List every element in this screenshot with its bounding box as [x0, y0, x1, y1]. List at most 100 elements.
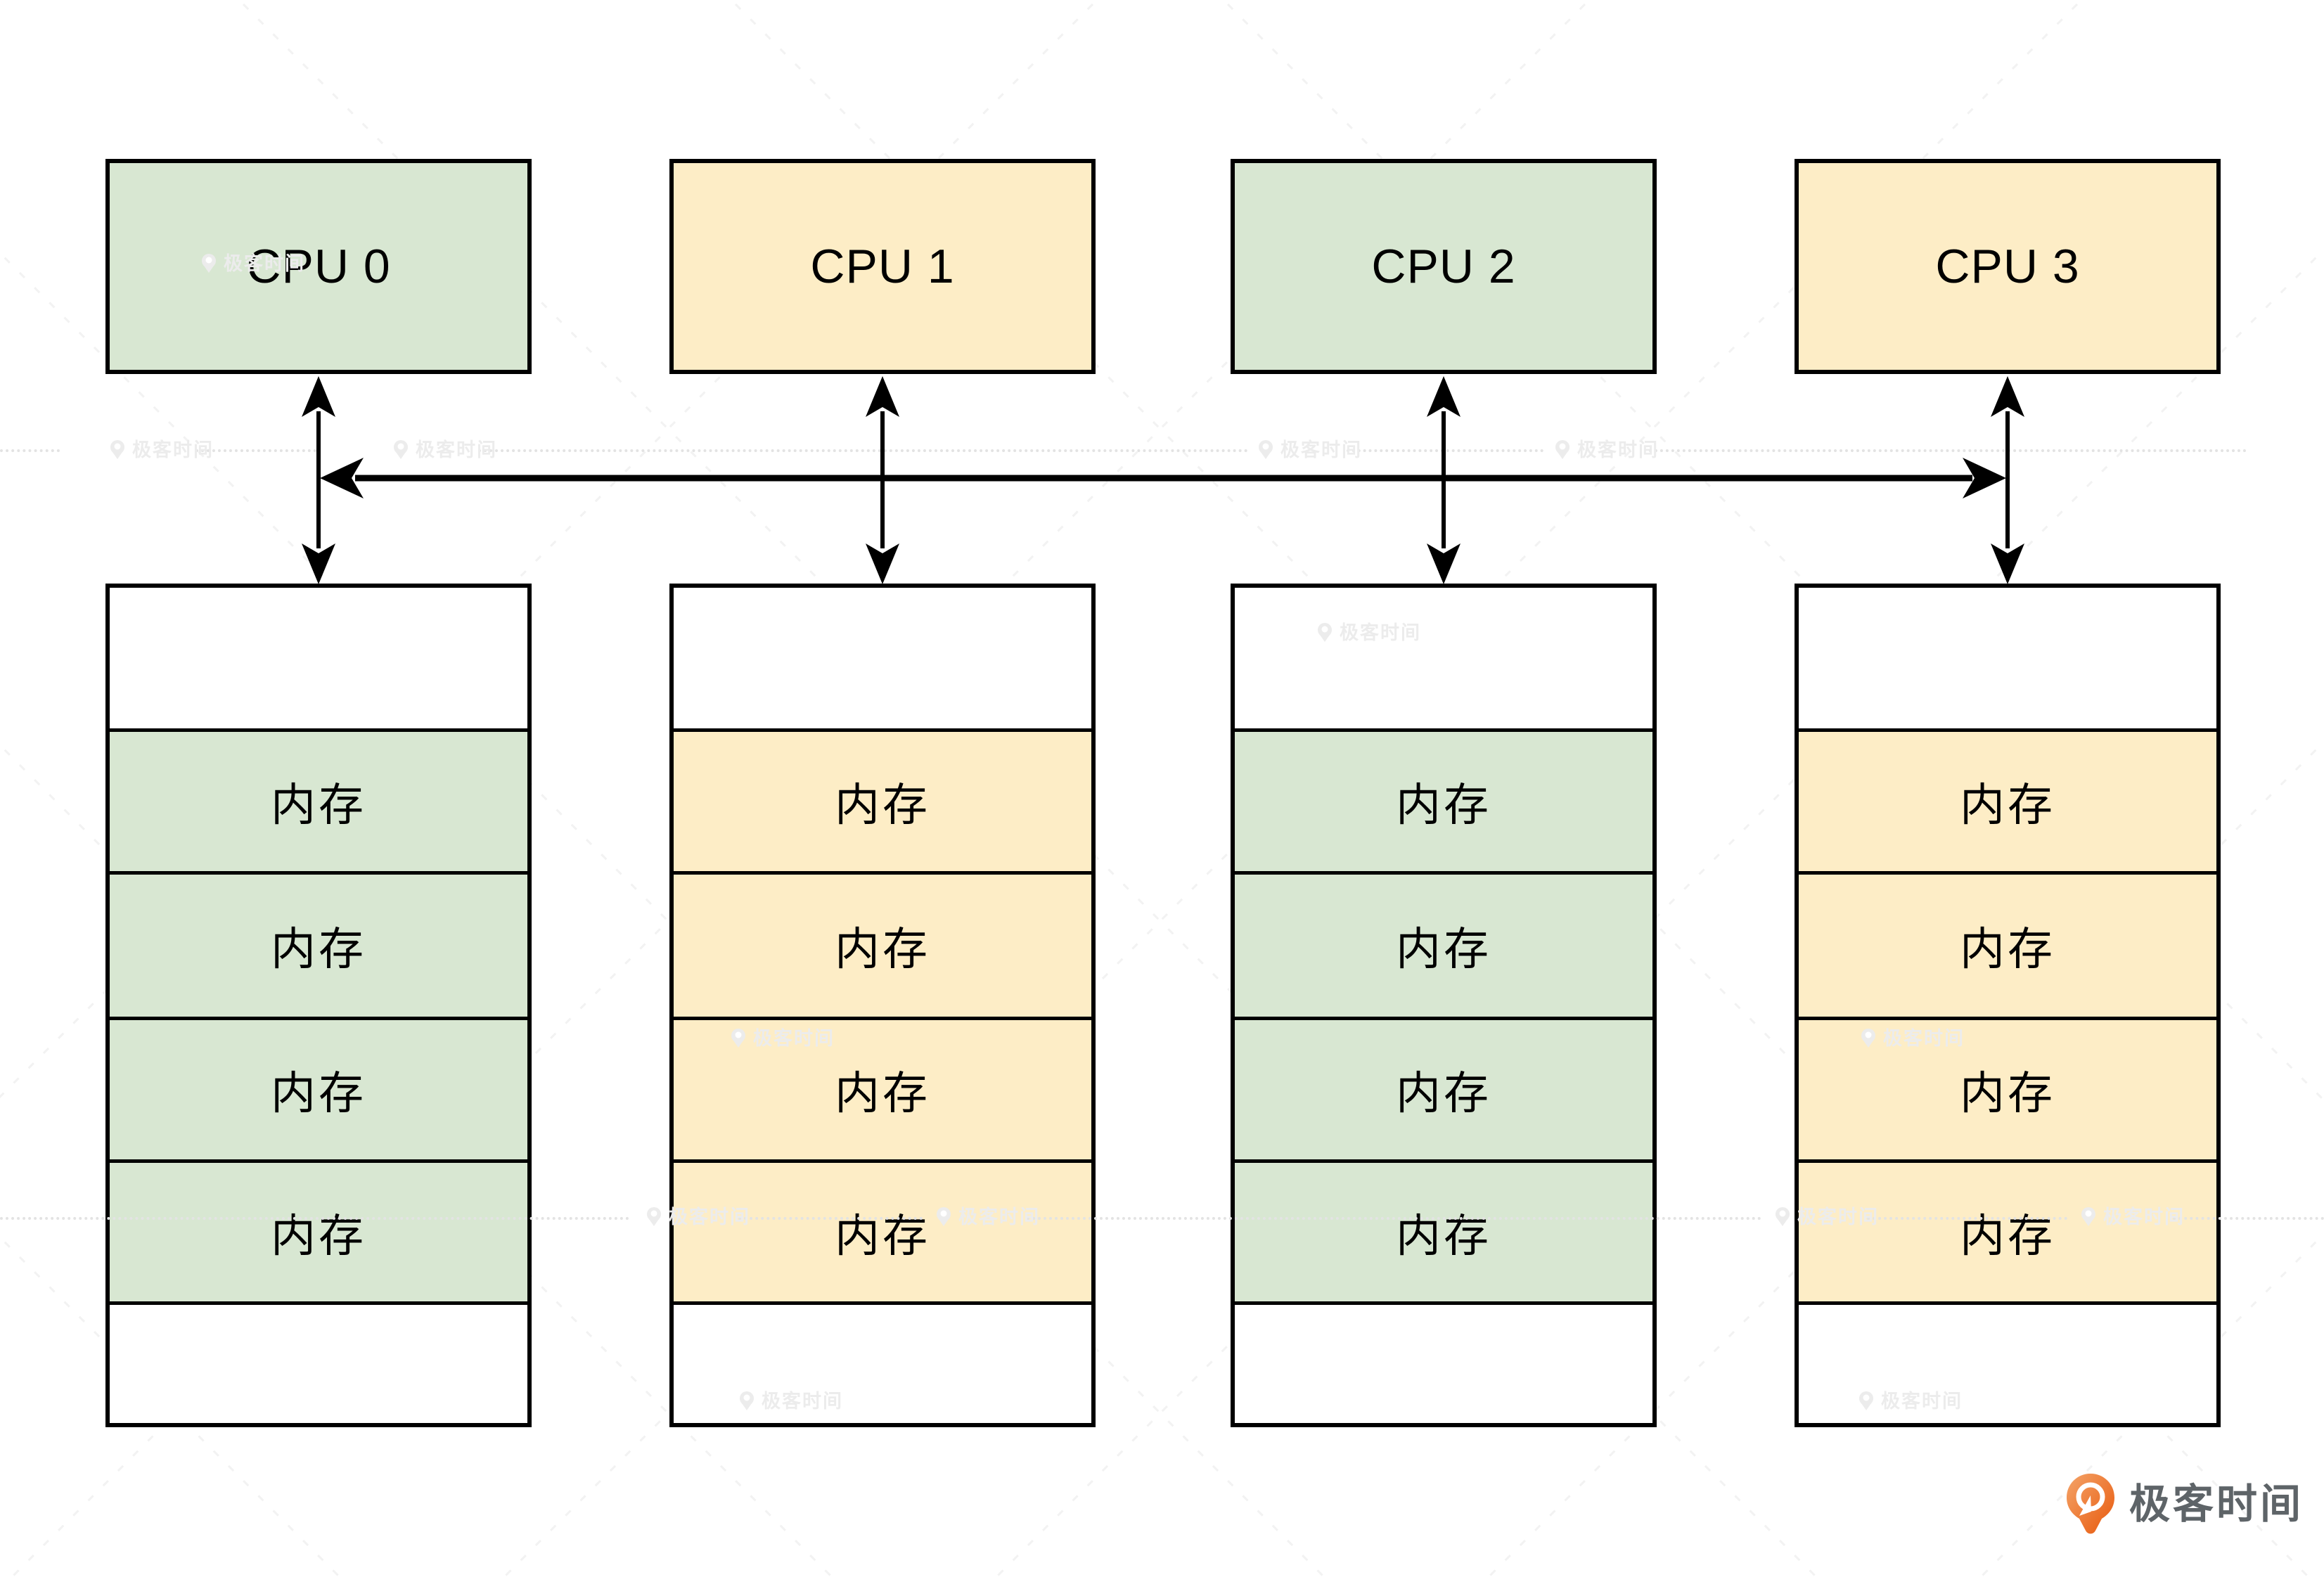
cpu0-memory-arrow — [302, 376, 335, 584]
memory-cell-label: 内存 — [1960, 1068, 2055, 1119]
memory-cell: 内存 — [110, 1017, 527, 1159]
cpu2-memory-arrow — [1427, 376, 1460, 584]
watermark-pin-icon — [202, 254, 216, 273]
watermark-text: 极客时间 — [1577, 439, 1659, 461]
watermark: 极客时间 — [1257, 439, 1362, 461]
watermark-pin-icon — [1318, 623, 1332, 642]
memory-cell-label: 内存 — [1396, 924, 1491, 974]
watermark-text: 极客时间 — [958, 1206, 1040, 1228]
watermark-pin-icon — [1555, 440, 1569, 459]
cpu-box-0: CPU 0 — [105, 159, 532, 374]
memory-cell-label: 内存 — [835, 1068, 930, 1119]
brand-name: 极客时间 — [2129, 1481, 2304, 1527]
watermark: 极客时间 — [646, 1206, 750, 1228]
watermark: 极客时间 — [1316, 622, 1421, 643]
memory-cell: 内存 — [1799, 728, 2216, 871]
memory-column-0: 内存 内存 内存 内存 — [105, 584, 532, 1427]
bus-double-arrow — [320, 458, 2006, 498]
memory-cell: 内存 — [110, 871, 527, 1017]
memory-spacer — [1235, 1301, 1652, 1423]
watermark-text: 极客时间 — [132, 439, 214, 461]
memory-cell-label: 内存 — [1396, 1068, 1491, 1119]
dotted-line — [478, 449, 1248, 452]
watermark-text: 极客时间 — [753, 1027, 835, 1049]
memory-cell-label: 内存 — [1960, 780, 2055, 830]
watermark-text: 极客时间 — [1280, 439, 1362, 461]
memory-cell: 内存 — [1235, 1017, 1652, 1159]
dotted-line — [0, 1217, 629, 1220]
memory-spacer — [1235, 588, 1652, 728]
watermark: 极客时间 — [1774, 1206, 1879, 1228]
cpu-box-1: CPU 1 — [669, 159, 1096, 374]
memory-spacer — [674, 588, 1091, 728]
memory-cell-label: 内存 — [835, 780, 930, 830]
watermark-pin-icon — [110, 440, 124, 459]
cpu-label-2: CPU 2 — [1371, 240, 1516, 293]
dotted-line — [1027, 1217, 1761, 1220]
brand-logo: 极客时间 — [2065, 1472, 2304, 1537]
watermark-text: 极客时间 — [669, 1206, 750, 1228]
watermark-text: 极客时间 — [1883, 1027, 1965, 1049]
memory-spacer — [1799, 588, 2216, 728]
watermark-text: 极客时间 — [1881, 1390, 1963, 1412]
watermark: 极客时间 — [109, 439, 214, 461]
memory-cell: 内存 — [1235, 728, 1652, 871]
dotted-line — [2173, 1217, 2324, 1220]
memory-cell-label: 内存 — [271, 1068, 366, 1119]
memory-cell: 内存 — [674, 728, 1091, 871]
cpu1-memory-arrow — [866, 376, 899, 584]
dotted-line — [195, 449, 316, 452]
cpu-label-3: CPU 3 — [1935, 240, 2080, 293]
dotted-line — [0, 449, 60, 452]
memory-cell: 内存 — [110, 1159, 527, 1301]
memory-column-2: 内存 内存 内存 内存 — [1231, 584, 1657, 1427]
watermark-text: 极客时间 — [1797, 1206, 1879, 1228]
memory-spacer — [110, 1301, 527, 1423]
watermark: 极客时间 — [935, 1206, 1040, 1228]
memory-column-1: 内存 内存 内存 内存 — [669, 584, 1096, 1427]
watermark-pin-icon — [731, 1029, 745, 1048]
watermark-pin-icon — [2081, 1207, 2095, 1226]
memory-cell-label: 内存 — [271, 780, 366, 830]
cpu-label-0: CPU 0 — [246, 240, 391, 293]
dotted-line — [1649, 449, 2247, 452]
watermark: 极客时间 — [738, 1391, 843, 1412]
memory-cell-label: 内存 — [1960, 924, 2055, 974]
watermark-pin-icon — [1259, 440, 1273, 459]
watermark: 极客时间 — [2080, 1206, 2185, 1228]
memory-cell: 内存 — [110, 728, 527, 871]
watermark: 极客时间 — [200, 253, 305, 274]
memory-cell: 内存 — [674, 871, 1091, 1017]
watermark-pin-icon — [740, 1391, 754, 1410]
watermark: 极客时间 — [1860, 1028, 1965, 1049]
watermark-pin-icon — [937, 1207, 951, 1226]
memory-cell: 内存 — [1799, 871, 2216, 1017]
cpu-label-1: CPU 1 — [810, 240, 955, 293]
watermark-text: 极客时间 — [416, 439, 497, 461]
cpu-box-3: CPU 3 — [1795, 159, 2221, 374]
watermark-text: 极客时间 — [224, 252, 305, 274]
cpu3-memory-arrow — [1991, 376, 2024, 584]
cpu-box-2: CPU 2 — [1231, 159, 1657, 374]
memory-cell: 内存 — [674, 1159, 1091, 1301]
watermark-text: 极客时间 — [2103, 1206, 2185, 1228]
watermark-pin-icon — [647, 1207, 661, 1226]
watermark-pin-icon — [1776, 1207, 1790, 1226]
watermark: 极客时间 — [730, 1028, 835, 1049]
watermark-text: 极客时间 — [1340, 622, 1421, 643]
memory-cell: 内存 — [1799, 1017, 2216, 1159]
brand-pin-icon — [2067, 1474, 2114, 1534]
memory-cell: 内存 — [1235, 871, 1652, 1017]
memory-cell-label: 内存 — [1396, 780, 1491, 830]
watermark-text: 极客时间 — [762, 1390, 843, 1412]
watermark: 极客时间 — [1858, 1391, 1963, 1412]
watermark-pin-icon — [1859, 1391, 1873, 1410]
memory-cell-label: 内存 — [835, 924, 930, 974]
memory-spacer — [110, 588, 527, 728]
watermark-pin-icon — [1861, 1029, 1875, 1048]
dotted-line — [738, 1217, 923, 1220]
watermark: 极客时间 — [1554, 439, 1659, 461]
memory-cell-label: 内存 — [271, 924, 366, 974]
